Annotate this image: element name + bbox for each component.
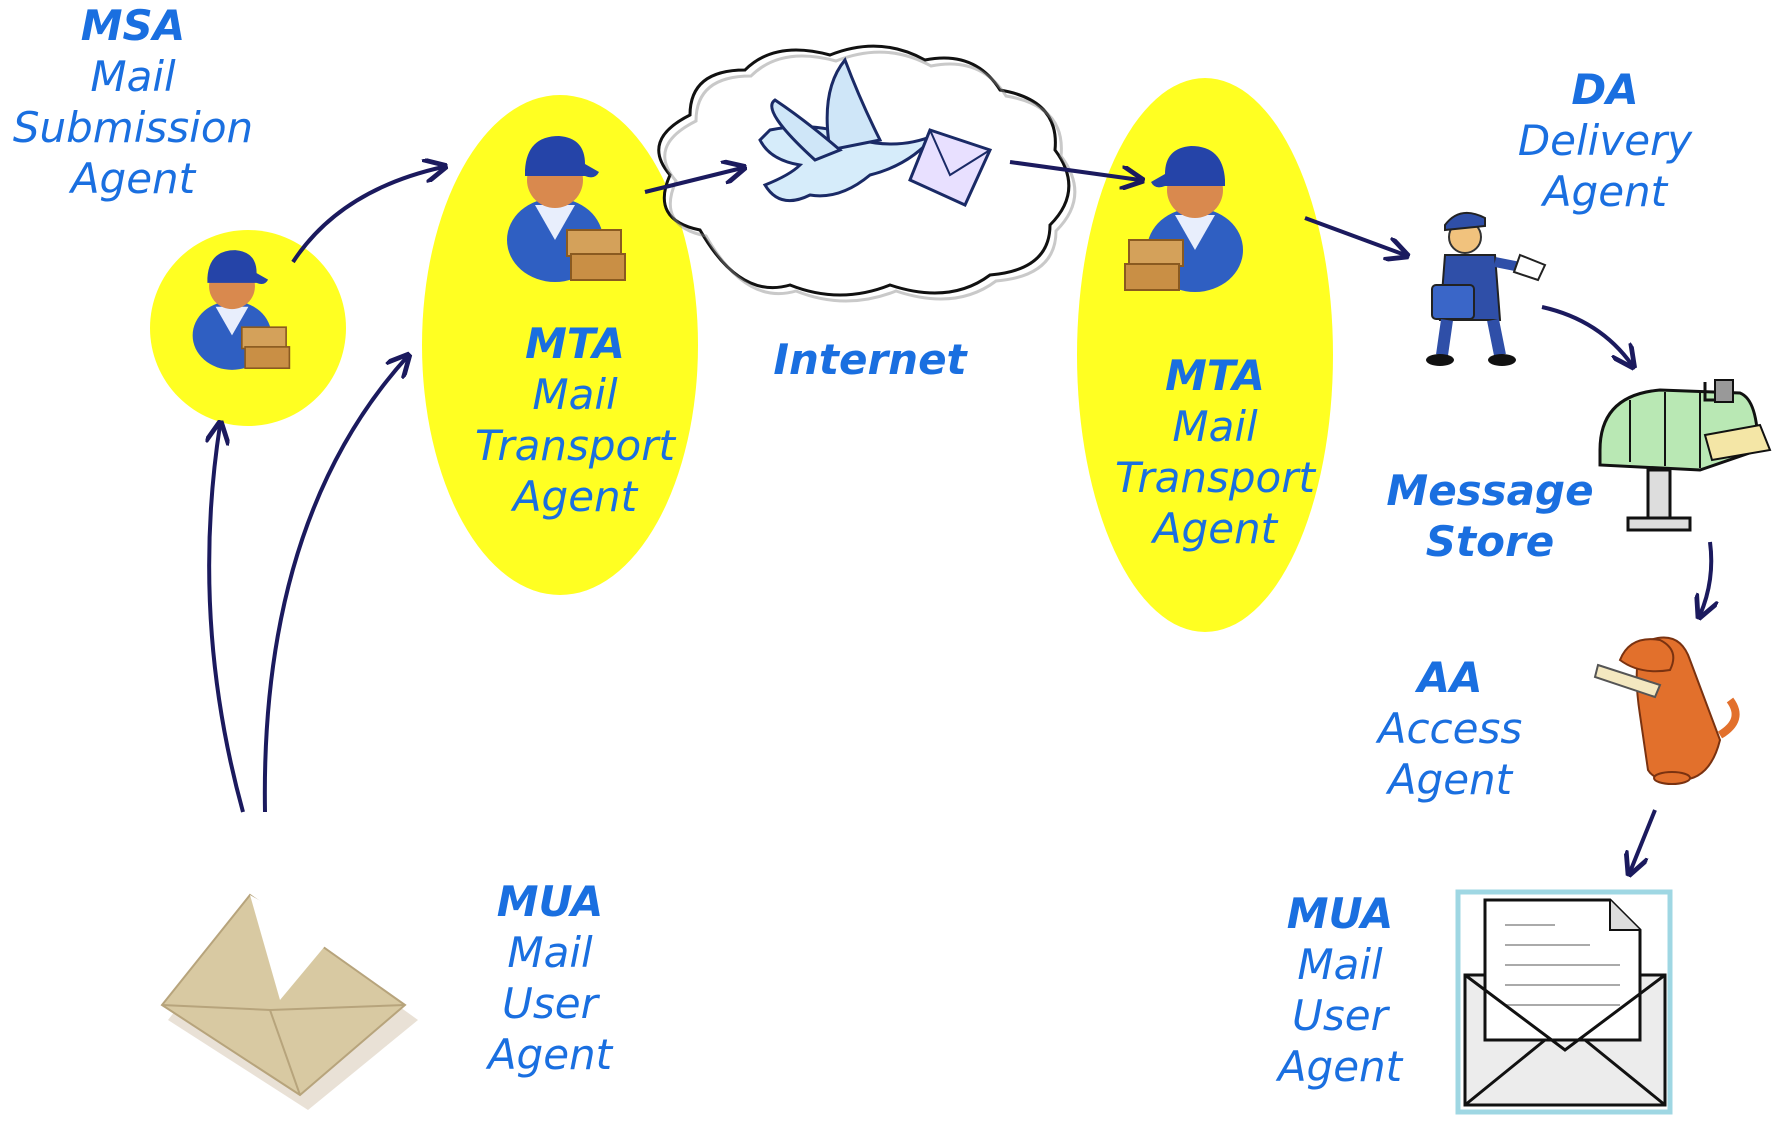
msa-line: Submission (12, 103, 254, 152)
arrow-mta-to-internet (644, 168, 742, 194)
aa-abbr: AA (1417, 653, 1483, 702)
mail-carrier-icon (1426, 211, 1547, 366)
arrow-mta-to-da (1304, 216, 1405, 255)
msa-line: Mail (90, 52, 176, 101)
mta-right-line: Agent (1152, 504, 1278, 553)
mua-right-line: User (1292, 991, 1388, 1040)
msa-line: Agent (70, 154, 196, 203)
mta-left-label: MTA Mail Transport Agent (455, 318, 695, 522)
da-line: Agent (1542, 167, 1668, 216)
mta-left-abbr: MTA (525, 319, 625, 368)
mua-left-line: Mail (507, 928, 593, 977)
mta-right-abbr: MTA (1165, 351, 1265, 400)
da-label: DA Delivery Agent (1500, 64, 1710, 217)
store-line: Message (1386, 466, 1594, 515)
da-abbr: DA (1571, 65, 1639, 114)
arrow-internet-to-mta (1009, 160, 1140, 180)
aa-line: Agent (1387, 755, 1513, 804)
flow-arrows (209, 162, 1711, 872)
arrow-mua-to-msa (209, 425, 245, 813)
store-line: Store (1425, 517, 1555, 566)
mua-left-abbr: MUA (496, 877, 604, 926)
arrow-store-to-aa (1700, 541, 1711, 615)
message-store-label: Message Store (1375, 465, 1605, 567)
open-envelope-icon (160, 893, 418, 1110)
aa-line: Access (1377, 704, 1523, 753)
mta-left-ellipse (422, 95, 698, 595)
arrow-da-to-store (1541, 305, 1632, 365)
mta-right-line: Transport (1115, 453, 1315, 502)
mua-right-abbr: MUA (1286, 889, 1394, 938)
mua-left-line: Agent (487, 1030, 613, 1079)
aa-label: AA Access Agent (1355, 652, 1545, 805)
dove-icon (758, 57, 993, 207)
arrow-mua-to-mta (262, 357, 407, 813)
mta-right-line: Mail (1172, 402, 1258, 451)
msa-label: MSA Mail Submission Agent (2, 0, 264, 204)
email-letter-icon (1455, 889, 1673, 1115)
mua-left-line: User (502, 979, 598, 1028)
mua-left-label: MUA Mail User Agent (465, 876, 635, 1080)
internet-label: Internet (773, 335, 967, 384)
msa-abbr: MSA (80, 1, 186, 50)
mta-left-line: Transport (475, 421, 675, 470)
da-line: Delivery (1517, 116, 1693, 165)
fetching-dog-icon (1593, 636, 1740, 785)
mailbox-icon (1598, 379, 1772, 532)
mta-left-line: Mail (532, 370, 618, 419)
arrow-msa-to-mta (291, 167, 443, 264)
mta-left-line: Agent (512, 472, 638, 521)
mua-right-line: Agent (1277, 1042, 1403, 1091)
mta-right-label: MTA Mail Transport Agent (1095, 350, 1335, 554)
mua-right-line: Mail (1297, 940, 1383, 989)
mta-right-ellipse (1077, 78, 1333, 632)
mua-right-label: MUA Mail User Agent (1250, 888, 1430, 1092)
arrow-aa-to-mua (1630, 809, 1657, 872)
